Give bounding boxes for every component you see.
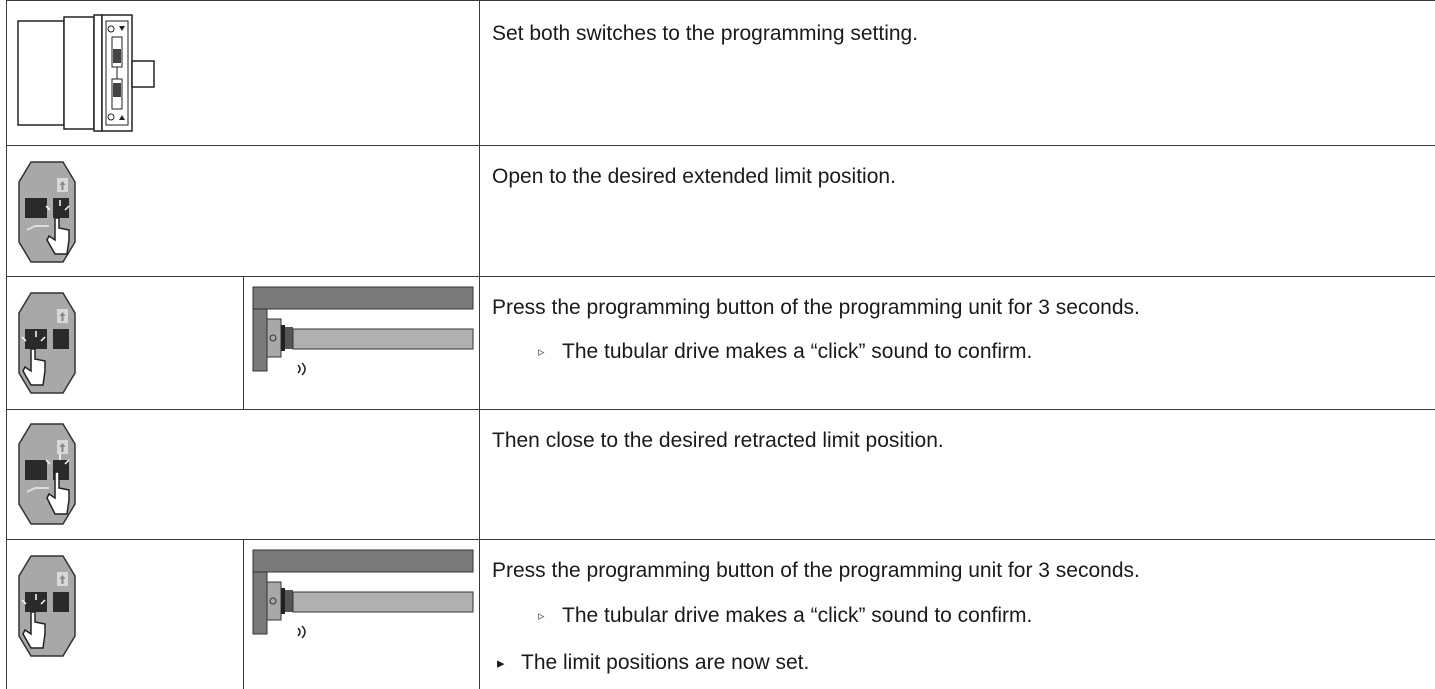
step-3-result: ▹ The tubular drive makes a “click” sound… <box>538 339 1032 365</box>
remote-down-button-press-icon <box>18 423 76 525</box>
step-row-3: Press the programming button of the prog… <box>6 276 1435 409</box>
sub-marker: ▹ <box>538 608 545 623</box>
step-1-instruction: Set both switches to the programming set… <box>492 22 919 45</box>
step-row-5: Press the programming button of the prog… <box>6 539 1435 689</box>
remote-up-button-press-icon <box>18 161 76 263</box>
remote-program-button-press-icon <box>18 292 76 394</box>
switch-unit-icon <box>17 14 155 132</box>
remote-program-button-press-icon <box>18 555 76 657</box>
step-3-instruction: Press the programming button of the prog… <box>492 296 1140 319</box>
step-5-result: ▹ The tubular drive makes a “click” sound… <box>538 603 1032 629</box>
tubular-drive-click-icon <box>252 549 474 639</box>
tubular-drive-click-icon <box>252 286 474 376</box>
step-row-4: Then close to the desired retracted limi… <box>6 409 1435 539</box>
result-marker: ▸ <box>497 655 505 672</box>
step-4-instruction: Then close to the desired retracted limi… <box>492 429 944 452</box>
step-5-result-text: The tubular drive makes a “click” sound … <box>562 604 1033 627</box>
step-5-instruction: Press the programming button of the prog… <box>492 559 1140 582</box>
sub-marker: ▹ <box>538 344 545 359</box>
step-3-result-text: The tubular drive makes a “click” sound … <box>562 340 1033 363</box>
step-2-instruction: Open to the desired extended limit posit… <box>492 165 896 188</box>
final-result-text: The limit positions are now set. <box>521 651 810 674</box>
final-result: ▸ The limit positions are now set. <box>497 650 809 677</box>
step-row-1: Set both switches to the programming set… <box>6 0 1435 145</box>
step-row-2: Open to the desired extended limit posit… <box>6 145 1435 276</box>
